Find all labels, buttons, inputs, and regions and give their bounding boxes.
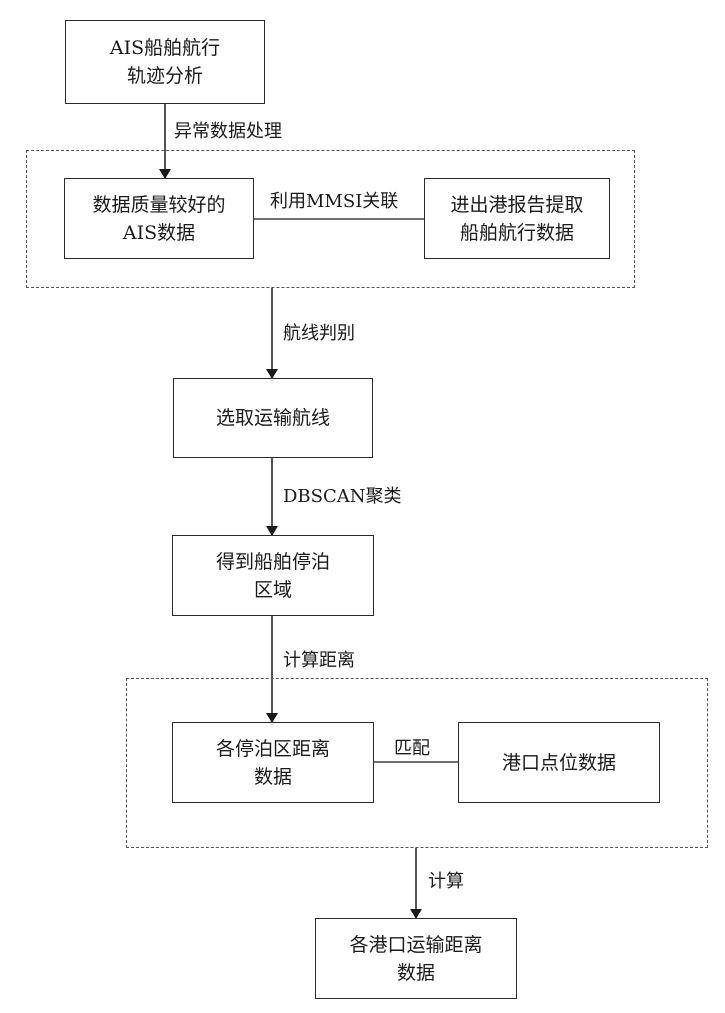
- distance-match-group: [126, 678, 708, 848]
- node-text-line: 各港口运输距离: [349, 933, 483, 956]
- node-port-transport-distance: 各港口运输距离 数据: [315, 918, 517, 999]
- node-text-line: 船舶航行数据: [459, 221, 574, 244]
- edge-label-anomaly-processing: 异常数据处理: [174, 121, 282, 143]
- node-text-line: AIS船舶航行: [109, 37, 221, 59]
- node-text-line: 数据: [253, 765, 292, 788]
- node-ais-trajectory-analysis: AIS船舶航行 轨迹分析: [65, 20, 265, 104]
- edge-label-mmsi-link: 利用MMSI关联: [270, 191, 399, 212]
- node-text-line: 各停泊区距离: [215, 737, 330, 760]
- node-text-line: 港口点位数据: [501, 751, 616, 774]
- node-berth-distance-data: 各停泊区距离 数据: [172, 722, 374, 803]
- node-text-line: 数据: [396, 961, 435, 984]
- edge-label-calc-distance: 计算距离: [283, 650, 355, 672]
- node-good-quality-ais-data: 数据质量较好的 AIS数据: [64, 178, 254, 259]
- node-select-transport-route: 选取运输航线: [173, 378, 373, 458]
- data-fusion-group: [26, 150, 635, 288]
- edge-label-calc: 计算: [428, 871, 464, 893]
- edge-label-route-identify: 航线判别: [283, 323, 355, 345]
- edge-label-match: 匹配: [394, 738, 430, 759]
- node-berth-area: 得到船舶停泊 区域: [172, 535, 374, 616]
- node-text-line: 数据质量较好的: [92, 193, 226, 216]
- node-text-line: 轨迹分析: [126, 65, 203, 87]
- node-port-report-data: 进出港报告提取 船舶航行数据: [424, 178, 610, 259]
- node-text-line: 得到船舶停泊: [215, 550, 330, 573]
- node-port-location-data: 港口点位数据: [458, 722, 660, 803]
- node-text-line: AIS数据: [122, 221, 196, 244]
- node-text-line: 选取运输航线: [215, 407, 330, 429]
- edge-label-dbscan: DBSCAN聚类: [283, 486, 402, 508]
- node-text-line: 进出港报告提取: [450, 193, 584, 216]
- node-text-line: 区域: [253, 578, 292, 601]
